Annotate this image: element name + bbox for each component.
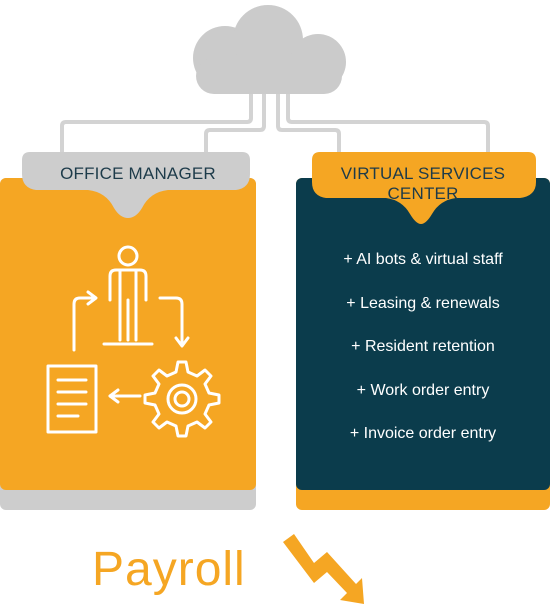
payroll-label: Payroll: [92, 543, 246, 596]
office-illustration: [46, 245, 221, 438]
services-list: + AI bots & virtual staff + Leasing & re…: [296, 250, 550, 468]
trend-down-arrow-icon: [283, 534, 364, 604]
office-manager-label: OFFICE MANAGER: [60, 164, 216, 183]
connector-lines: [60, 88, 490, 160]
virtual-services-label-line2: CENTER: [387, 184, 459, 203]
virtual-panel-body: [296, 178, 550, 490]
cycle-arrows-icon: [72, 290, 190, 404]
connector-left-outer: [60, 88, 253, 160]
service-item: + Resident retention: [351, 338, 495, 355]
virtual-services-panel: [296, 152, 550, 510]
service-item: + Leasing & renewals: [346, 294, 500, 312]
virtual-services-label-line1: VIRTUAL SERVICES: [340, 164, 506, 183]
service-item: + AI bots & virtual staff: [343, 251, 503, 268]
service-item: + Work order entry: [356, 381, 490, 399]
document-icon: [46, 364, 98, 434]
person-icon: [102, 245, 154, 346]
cloud-icon: [193, 5, 346, 94]
connector-right-inner: [276, 90, 341, 160]
virtual-tab: [312, 152, 536, 224]
virtual-services-center-label: VIRTUAL SERVICES CENTER: [296, 164, 550, 204]
office-tab: [22, 152, 250, 218]
connector-left-inner: [204, 90, 266, 160]
connector-right-outer: [286, 88, 490, 160]
service-item: + Invoice order entry: [349, 425, 497, 442]
gear-icon: [143, 360, 221, 438]
